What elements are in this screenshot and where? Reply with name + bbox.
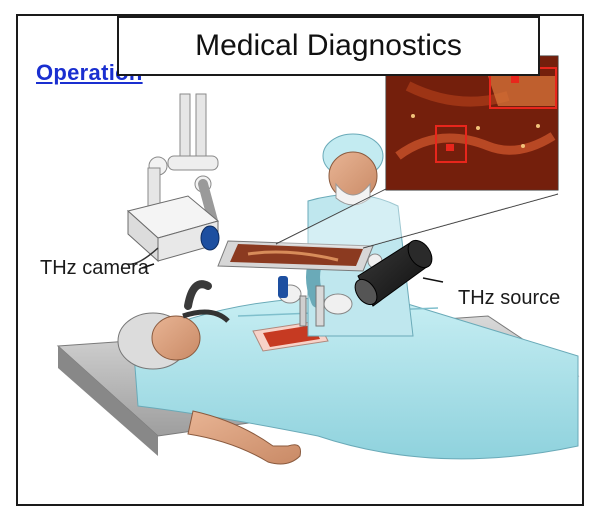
title-box: Medical Diagnostics xyxy=(117,16,540,76)
slide-frame: THz camera THz source Operation Medical … xyxy=(16,14,584,506)
thz-camera-label: THz camera xyxy=(40,257,149,280)
slide-title: Medical Diagnostics xyxy=(195,29,462,63)
thz-image-inset xyxy=(386,56,558,190)
thz-source-label: THz source xyxy=(458,287,560,310)
